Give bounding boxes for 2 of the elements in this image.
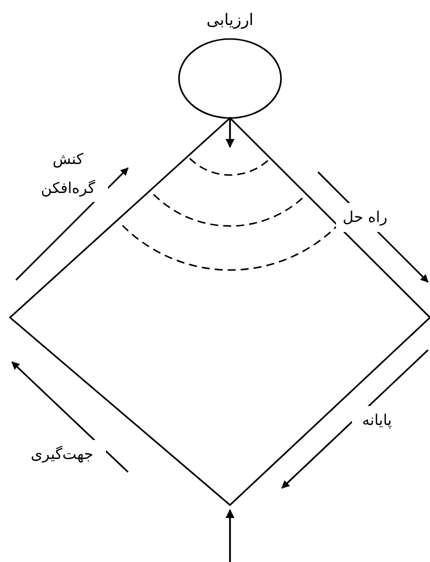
arrow	[226, 509, 234, 562]
circle-heading: ارزیابی	[205, 10, 254, 31]
